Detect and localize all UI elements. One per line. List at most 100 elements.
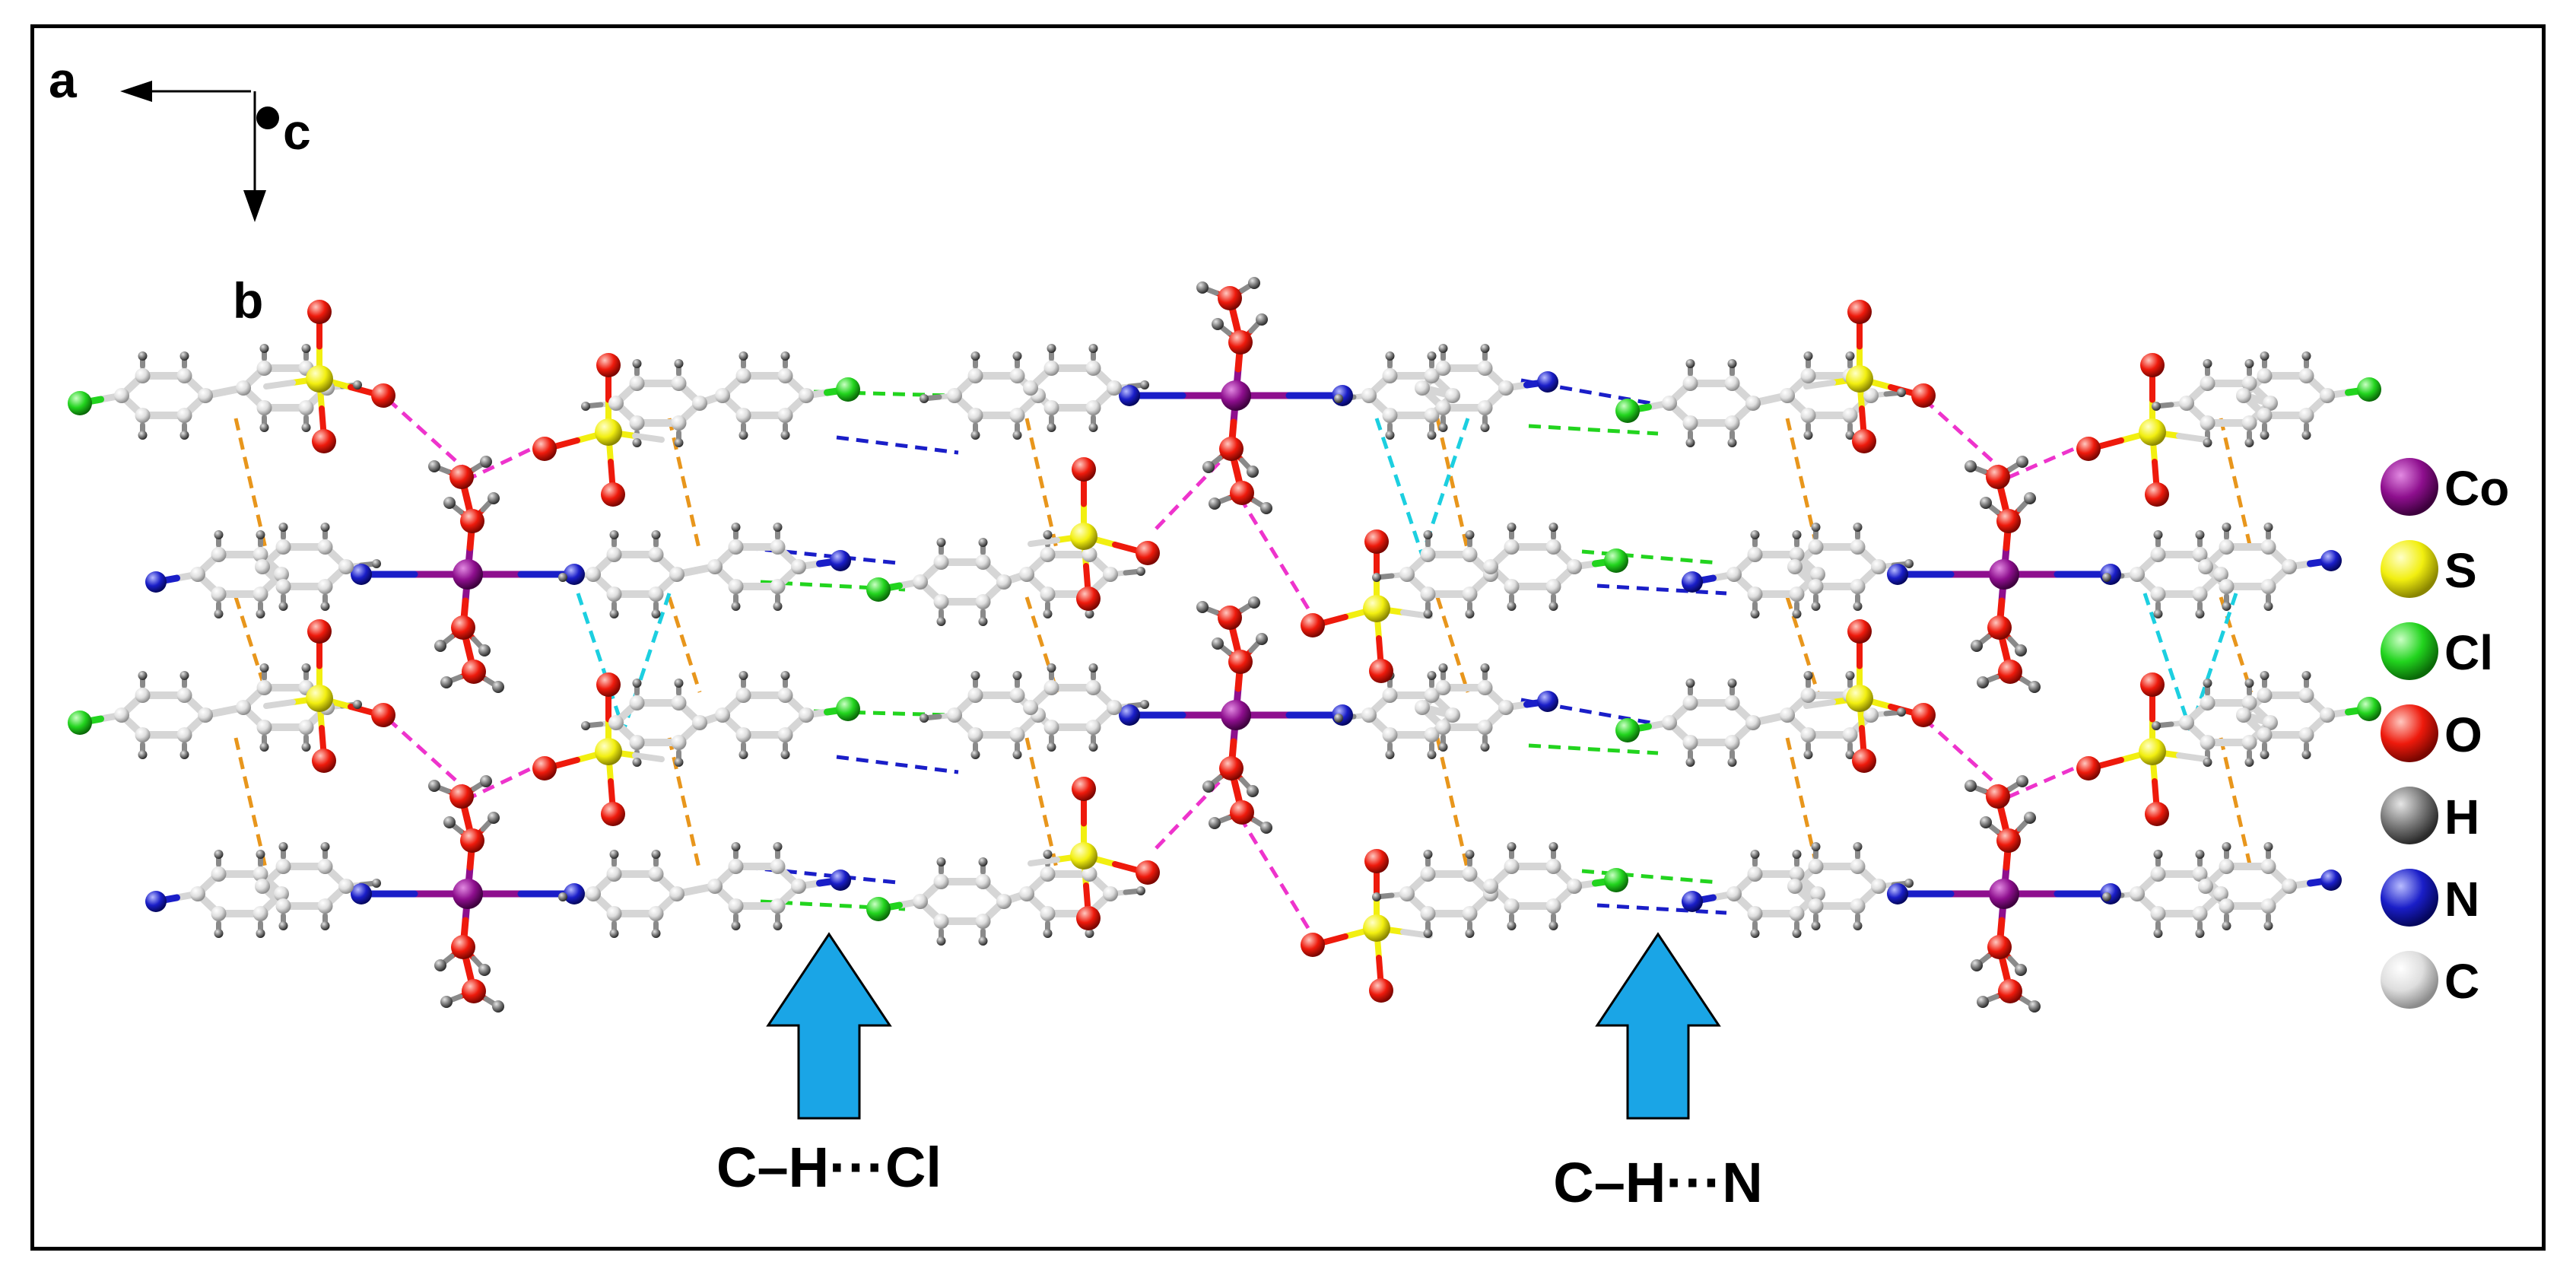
- atom-c: [799, 707, 814, 723]
- atom-h: [1507, 842, 1517, 851]
- atom-c: [1040, 547, 1056, 562]
- atom-h: [2263, 842, 2273, 851]
- atom-c: [1023, 380, 1038, 396]
- atom-h: [1811, 602, 1821, 611]
- bond: [632, 433, 665, 443]
- atom-h: [1438, 344, 1448, 353]
- atom-h: [780, 750, 790, 759]
- atom-c: [1477, 361, 1493, 376]
- atom-n: [1682, 891, 1703, 912]
- atom-h: [301, 663, 311, 672]
- atom-c: [114, 388, 129, 403]
- atom-h: [1427, 351, 1437, 361]
- atom-c: [1009, 727, 1025, 742]
- atom-c: [629, 695, 645, 711]
- pi-stacking-contact: [1435, 418, 1470, 552]
- atom-c: [735, 368, 751, 383]
- atom-h: [1904, 879, 1914, 888]
- atom-c: [777, 408, 793, 423]
- atom-h: [2260, 431, 2269, 440]
- atom-c: [1863, 707, 1879, 723]
- atom-c: [1382, 727, 1398, 742]
- atom-h: [1897, 388, 1906, 397]
- atom-h: [674, 438, 684, 447]
- atom-c: [256, 361, 272, 376]
- atom-h: [731, 523, 741, 532]
- atom-h: [2244, 758, 2254, 767]
- legend-swatch-c: [2381, 951, 2438, 1009]
- legend-swatch-n: [2381, 869, 2438, 927]
- atom-o: [1072, 777, 1096, 801]
- atom-h: [1012, 431, 1022, 440]
- atom-h: [581, 402, 590, 411]
- atom-h: [320, 921, 330, 930]
- atom-h: [1750, 929, 1760, 938]
- legend-swatch-h: [2381, 787, 2438, 844]
- atom-h: [1465, 850, 1475, 859]
- atom-h: [488, 812, 500, 824]
- atom-o: [312, 429, 336, 453]
- atom-s: [1070, 842, 1097, 869]
- ch-cl-contact: [1528, 424, 1659, 436]
- atom-h: [1085, 929, 1094, 938]
- atom-h: [301, 344, 311, 353]
- atom-c: [317, 539, 333, 555]
- atom-c: [648, 547, 664, 562]
- callout-label-ch-n: C–H···N: [1553, 1151, 1762, 1214]
- atom-c: [2282, 879, 2297, 894]
- pi-stacking-contact: [1024, 737, 1059, 872]
- atom-c: [2130, 567, 2145, 582]
- atom-h: [1727, 758, 1737, 767]
- pi-stacking-contact: [1435, 737, 1470, 872]
- atom-c: [728, 539, 744, 555]
- atom-h: [478, 964, 491, 976]
- atom-c: [1082, 547, 1097, 562]
- atom-o: [1230, 800, 1254, 825]
- atom-c: [2198, 879, 2213, 894]
- atom-h: [1792, 850, 1802, 859]
- atom-h: [2301, 351, 2311, 361]
- atom-c: [1747, 547, 1763, 562]
- atom-c: [2298, 688, 2314, 703]
- atom-h: [353, 700, 362, 709]
- atom-c: [1085, 361, 1101, 376]
- legend-label-s: S: [2444, 543, 2477, 598]
- atom-o: [1986, 784, 2010, 809]
- atom-c: [275, 898, 291, 914]
- atom-h: [320, 842, 330, 851]
- atom-s: [306, 365, 333, 393]
- atom-c: [274, 567, 289, 582]
- atom-n: [2100, 883, 2121, 904]
- atom-c: [1747, 866, 1763, 882]
- atom-c: [975, 874, 991, 889]
- atom-h: [1085, 609, 1094, 618]
- atom-h: [1209, 817, 1221, 829]
- pi-stacking-contact: [1435, 596, 1470, 693]
- atom-h: [773, 523, 783, 532]
- atoms: [68, 277, 2381, 1013]
- atom-n: [830, 550, 851, 571]
- atom-c: [2241, 415, 2257, 431]
- atom-o: [1852, 749, 1876, 773]
- atom-s: [1846, 365, 1873, 393]
- atom-c: [1445, 707, 1460, 723]
- atom-n: [1119, 704, 1140, 726]
- atom-c: [648, 906, 664, 921]
- atom-c: [1420, 587, 1436, 602]
- atom-h: [1043, 850, 1053, 859]
- atom-c: [1085, 680, 1101, 695]
- atom-c: [114, 707, 129, 723]
- atom-c: [947, 388, 962, 403]
- atom-o: [1301, 933, 1325, 957]
- atom-cl: [2357, 377, 2381, 402]
- atom-h: [1196, 601, 1209, 613]
- atom-cl: [866, 897, 891, 921]
- atom-c: [2192, 587, 2208, 602]
- atom-c: [198, 707, 213, 723]
- atom-o: [1136, 541, 1160, 565]
- atom-c: [1019, 886, 1034, 901]
- atom-h: [1043, 530, 1053, 539]
- atom-c: [1850, 579, 1866, 594]
- atom-h: [1385, 431, 1395, 440]
